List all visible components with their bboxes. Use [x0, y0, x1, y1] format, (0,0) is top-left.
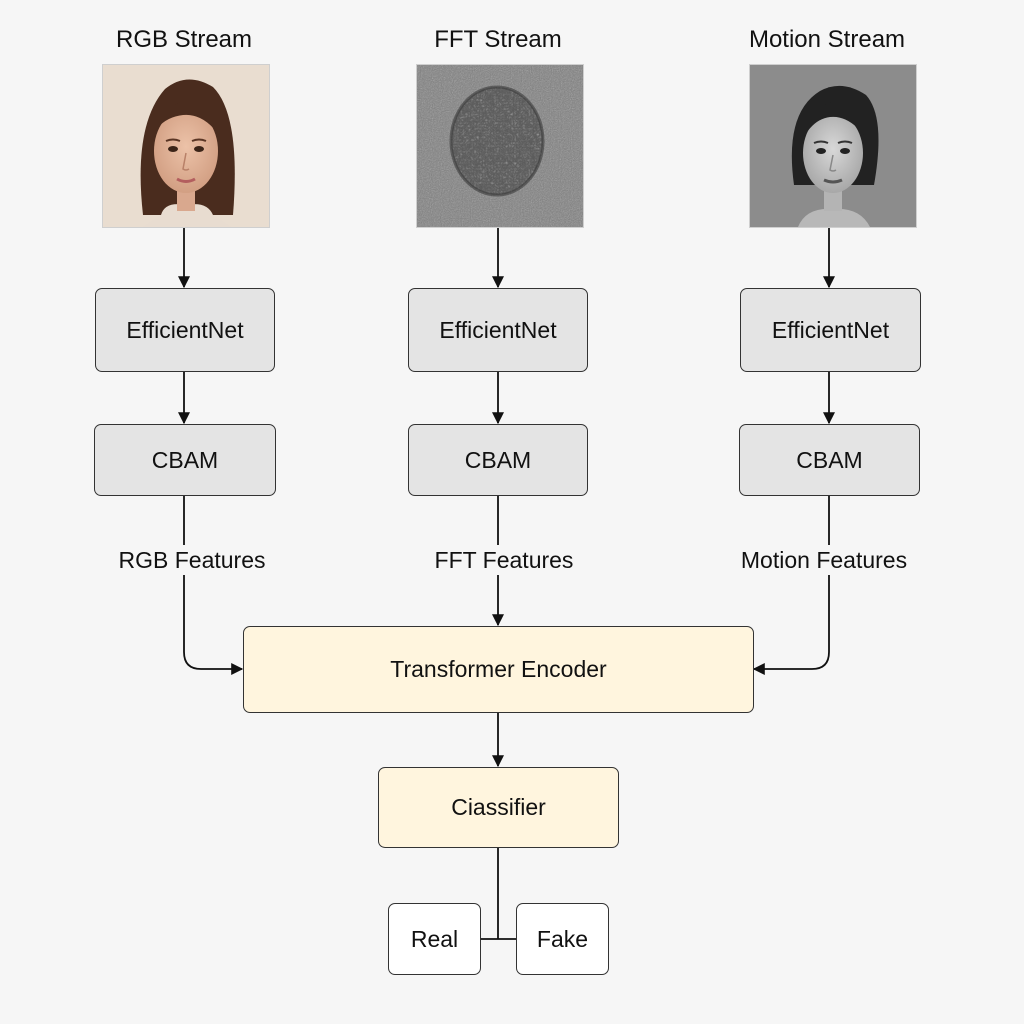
motion-face-image: [749, 64, 917, 228]
rgb-features-label: RGB Features: [108, 545, 276, 575]
arrow-rgb-features-to-encoder: [183, 496, 244, 675]
rgb-face-image: [102, 64, 270, 228]
fft-spectrum-image: [416, 64, 584, 228]
motion-stream-title: Motion Stream: [748, 26, 906, 53]
fft-efficientnet-block: EfficientNet: [408, 288, 588, 372]
classifier-label: Ciassifier: [451, 794, 546, 820]
motion-efficientnet-label: EfficientNet: [771, 316, 890, 343]
motion-cbam-block: CBAM: [739, 424, 920, 496]
motion-efficientnet-block: EfficientNet: [740, 288, 921, 372]
rgb-efficientnet-label: EfficientNet: [126, 316, 244, 343]
fft-cbam-label: CBAM: [464, 446, 532, 473]
rgb-cbam-block: CBAM: [94, 424, 276, 496]
rgb-stream-title: RGB Stream: [115, 26, 253, 53]
real-output-block: Real: [388, 903, 481, 975]
fft-efficientnet-label: EfficientNet: [439, 316, 557, 343]
arrow-motion-features-to-encoder: [752, 496, 830, 675]
fake-output-block: Fake: [516, 903, 609, 975]
fake-output-label: Fake: [536, 925, 589, 952]
real-output-label: Real: [410, 925, 459, 952]
classifier-block: Ciassifier: [378, 767, 619, 848]
fft-cbam-block: CBAM: [408, 424, 588, 496]
rgb-cbam-label: CBAM: [151, 446, 219, 473]
motion-features-label: Motion Features: [718, 545, 930, 575]
transformer-encoder-block: Transformer Encoder: [243, 626, 754, 713]
fft-stream-title: FFT Stream: [434, 26, 562, 53]
transformer-encoder-label: Transformer Encoder: [390, 656, 607, 682]
motion-cbam-label: CBAM: [796, 446, 863, 473]
rgb-efficientnet-block: EfficientNet: [95, 288, 275, 372]
fft-features-label: FFT Features: [418, 545, 590, 575]
